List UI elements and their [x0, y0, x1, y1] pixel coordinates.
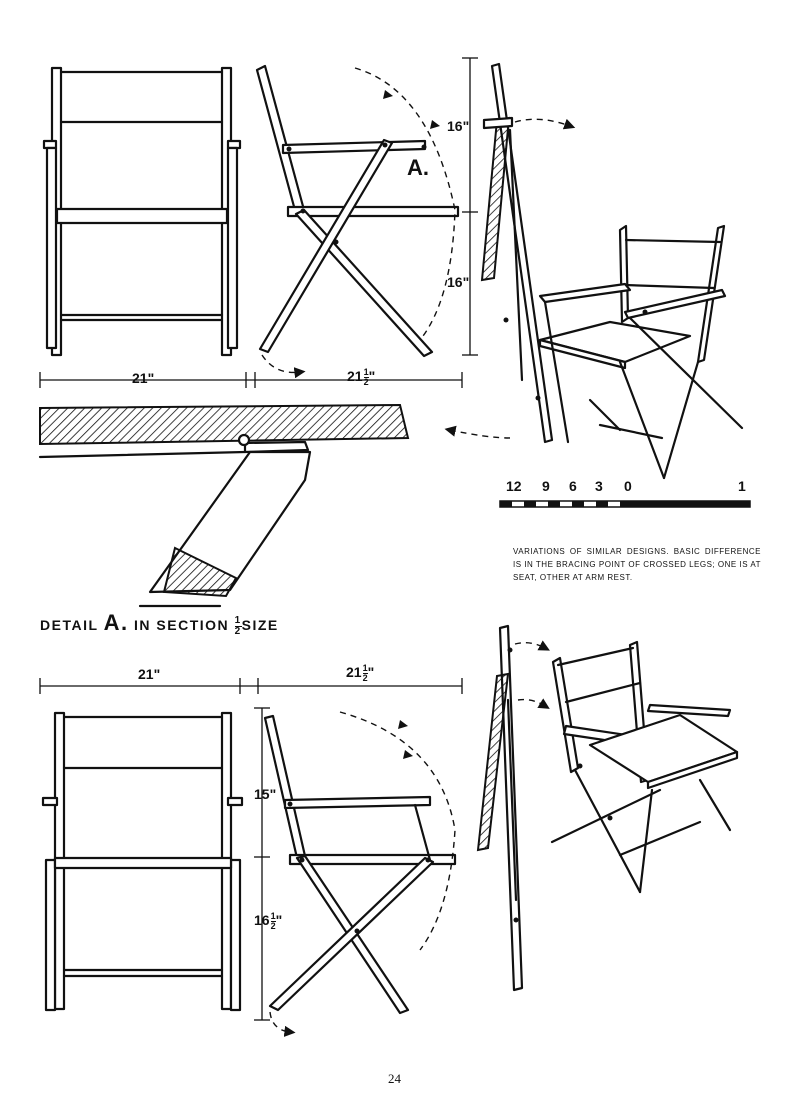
- bottom-height-dimension: [254, 707, 270, 1021]
- top-perspective-chair: [538, 224, 744, 480]
- top-lower-height-label: 16": [447, 274, 470, 290]
- top-side-width-whole: 21: [347, 368, 363, 385]
- detail-rest: IN SECTION: [134, 617, 230, 633]
- detail-letter: A.: [103, 610, 129, 635]
- bottom-side-width-whole: 21: [346, 664, 362, 681]
- top-upper-height-label: 16": [447, 118, 470, 134]
- bottom-width-dimension: [39, 678, 463, 694]
- bottom-lower-height-frac-num: 1: [270, 911, 276, 922]
- scale-label-1: 1: [738, 478, 746, 494]
- bottom-lower-height-frac-den: 2: [270, 921, 276, 931]
- scale-label-0: 0: [624, 478, 632, 494]
- page-number: 24: [388, 1071, 401, 1086]
- bottom-folded-view: [476, 624, 550, 992]
- bottom-side-view: [263, 711, 457, 1037]
- scale-bar: [499, 500, 751, 508]
- top-folded-view: [444, 62, 576, 444]
- bottom-perspective-chair: [550, 640, 739, 894]
- detail-frac-num: 1: [234, 614, 242, 627]
- detail-frac-den: 2: [234, 625, 242, 637]
- top-side-width-unit: ": [368, 368, 376, 385]
- callout-a-label: A.: [407, 155, 429, 180]
- top-side-width-frac-num: 1: [363, 367, 369, 378]
- scale-label-12: 12: [506, 478, 522, 494]
- top-height-dimension: [462, 57, 478, 356]
- bottom-upper-height-label: 15": [254, 786, 277, 802]
- detail-size: SIZE: [241, 617, 279, 633]
- top-front-width-label: 21": [132, 370, 155, 386]
- bottom-side-width-frac-den: 2: [362, 673, 368, 683]
- bottom-front-width-label: 21": [138, 666, 161, 682]
- top-side-width-frac-den: 2: [363, 377, 369, 387]
- bottom-side-width-unit: ": [367, 664, 375, 681]
- top-side-view: [255, 64, 460, 379]
- top-front-view: [42, 66, 242, 357]
- bottom-lower-height-unit: ": [275, 912, 283, 929]
- top-width-dimension: [39, 372, 463, 388]
- scale-label-9: 9: [542, 478, 550, 494]
- detail-a-section: [38, 403, 410, 608]
- bottom-side-width-frac-num: 1: [362, 663, 368, 674]
- bottom-front-view: [41, 711, 244, 1012]
- bottom-lower-height-whole: 16: [254, 912, 270, 929]
- caption: VARIATIONS OF SIMILAR DESIGNS. BASIC DIF…: [513, 547, 761, 582]
- detail-word: DETAIL: [40, 617, 99, 633]
- scale-label-3: 3: [595, 478, 603, 494]
- scale-label-6: 6: [569, 478, 577, 494]
